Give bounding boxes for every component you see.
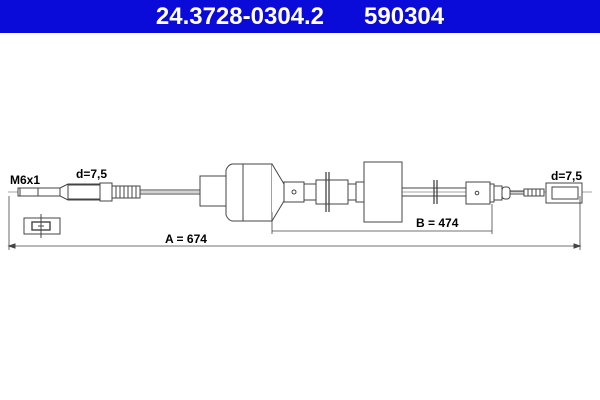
dimension-b-label: B = 474: [416, 216, 459, 230]
damper-housing: [199, 161, 403, 223]
left-thread-end: [17, 187, 61, 197]
thread-label-left: M6x1: [10, 173, 41, 187]
diameter-label-right: d=7,5: [551, 169, 583, 183]
left-ferrule: [59, 182, 141, 202]
dimension-a-label: A = 674: [165, 232, 207, 246]
clip-symbol: [23, 214, 61, 238]
diameter-label-left: d=7,5: [76, 167, 108, 181]
header-bar: 24.3728-0304.2 590304: [0, 0, 600, 33]
reference-number: 590304: [364, 2, 445, 30]
part-number: 24.3728-0304.2: [155, 2, 325, 30]
right-fitting: [465, 181, 583, 205]
